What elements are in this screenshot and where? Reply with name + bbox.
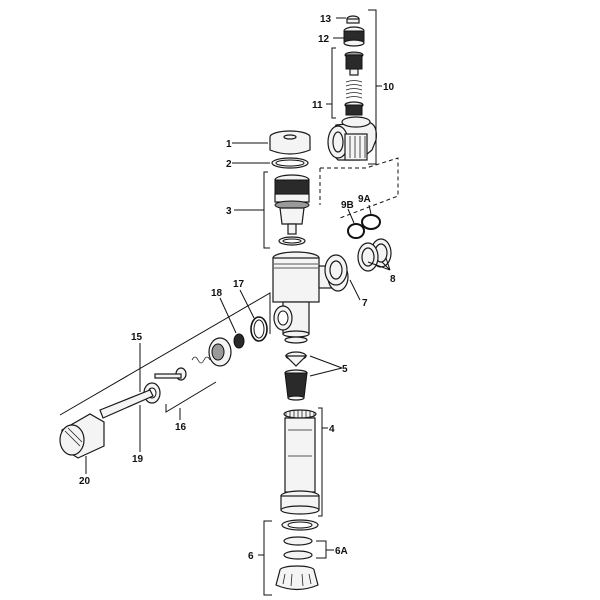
callout-20: 20: [79, 476, 91, 487]
callout-9a: 9A: [358, 194, 371, 205]
stem-assembly-11: [344, 51, 364, 116]
callout-8: 8: [390, 274, 396, 285]
handle-rod: [99, 389, 154, 419]
gasket-2: [271, 157, 309, 169]
nut-12: [343, 26, 365, 47]
tube-4: [280, 409, 320, 515]
callout-3: 3: [226, 206, 232, 217]
callout-6a: 6A: [335, 546, 348, 557]
callout-11: 11: [312, 100, 323, 111]
o-ring-9b: [347, 223, 365, 239]
callout-17: 17: [233, 279, 245, 290]
callout-7: 7: [362, 298, 368, 309]
handle-socket: [208, 337, 232, 367]
handle-grip-20: [59, 413, 105, 459]
callout-2: 2: [226, 159, 232, 170]
o-ring-9a: [361, 214, 381, 230]
bushing-18: [233, 333, 245, 349]
cap-13: [346, 15, 360, 24]
callout-15: 15: [131, 332, 143, 343]
cap-1: [269, 130, 311, 155]
coupling-nut-7: [324, 254, 348, 286]
callout-19: 19: [132, 454, 144, 465]
spud-nut-6: [275, 519, 319, 591]
filter-5: [284, 336, 308, 401]
callout-16: 16: [175, 422, 187, 433]
callout-6: 6: [248, 551, 254, 562]
callout-12: 12: [318, 34, 330, 45]
piston-3: [274, 174, 310, 246]
callout-5: 5: [342, 364, 348, 375]
callout-9b: 9B: [341, 200, 354, 211]
handle-spring-16: [154, 356, 211, 381]
callout-10: 10: [383, 82, 395, 93]
callout-13: 13: [320, 14, 332, 25]
callout-4: 4: [329, 424, 335, 435]
gasket-17: [250, 316, 268, 342]
callout-18: 18: [211, 288, 223, 299]
callout-1: 1: [226, 139, 232, 150]
handle-body-10: [327, 116, 377, 161]
